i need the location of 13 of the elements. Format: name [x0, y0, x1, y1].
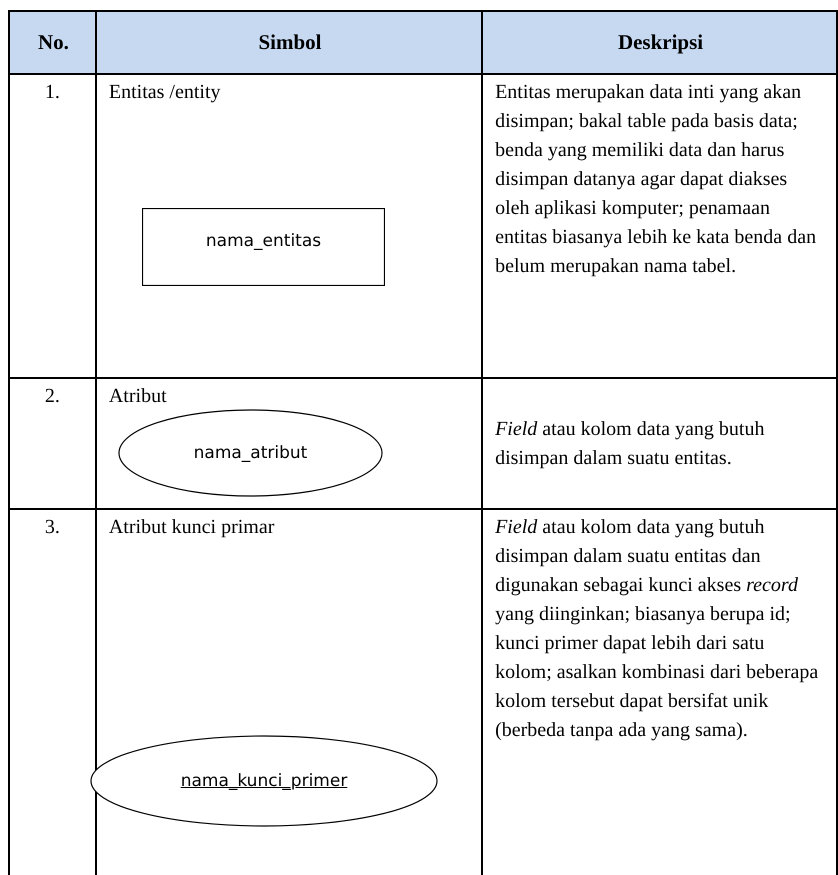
column-header: Simbol — [96, 11, 482, 74]
row-number: 1. — [9, 74, 96, 378]
attribute-ellipse — [90, 735, 438, 827]
attribute-ellipse — [118, 409, 383, 497]
symbol-label: nama_atribut — [194, 443, 308, 463]
row-number: 3. — [9, 509, 96, 875]
symbol-label: nama_entitas — [206, 231, 322, 251]
description-text: Field atau kolom data yang butuh disimpan dalam suatu entitas. — [482, 378, 837, 509]
symbol-label: nama_kunci_primer — [180, 771, 348, 791]
row-number: 2. — [9, 378, 96, 509]
column-header: No. — [9, 11, 96, 74]
column-header: Deskripsi — [482, 11, 837, 74]
description-text: Entitas merupakan data inti yang akan disimpan; bakal table pada basis data; benda yang memiliki data dan harus disimpan datanya agar dapat diakses oleh aplikasi komputer; penamaan entitas biasanya lebih ke kata benda dan belum merupakan nama tabel. — [482, 74, 837, 378]
